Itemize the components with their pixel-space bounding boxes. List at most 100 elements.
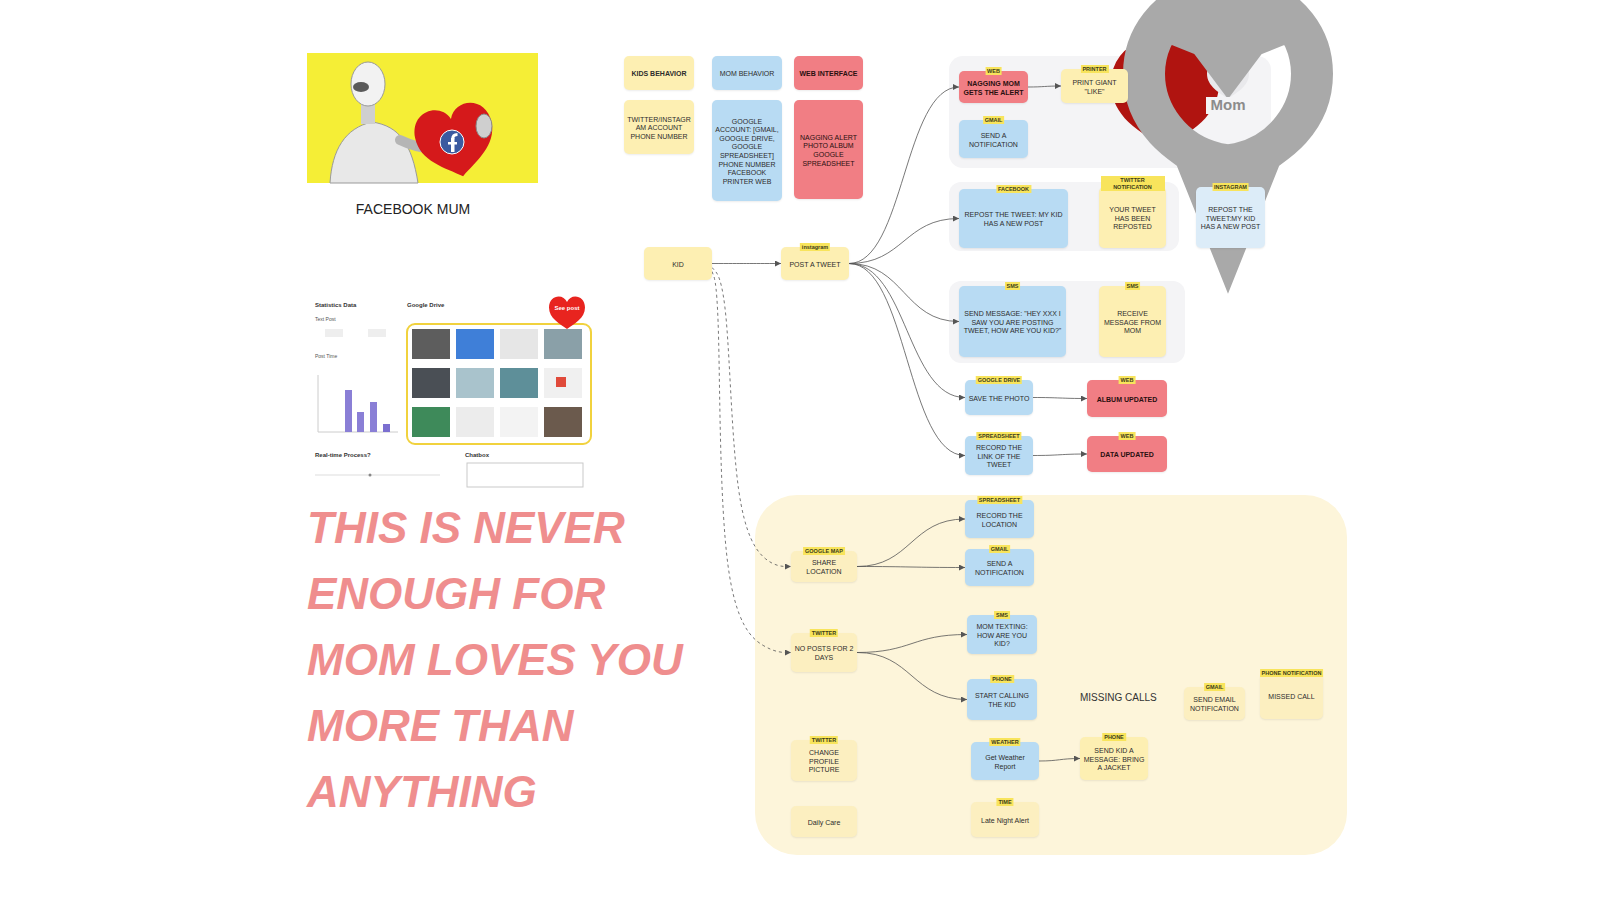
box-text: CHANGE PROFILE PICTURE	[794, 749, 854, 775]
service-tag: PHONE NOTIFICATION	[1260, 669, 1324, 677]
box-text: DATA UPDATED	[1090, 451, 1164, 460]
box-text: ALBUM UPDATED	[1090, 396, 1164, 405]
box-text: SEND MESSAGE: "HEY XXX I SAW YOU ARE POS…	[962, 310, 1063, 336]
box-text: RECORD THE LINK OF THE TWEET	[968, 444, 1030, 470]
action-box: GOOGLE DRIVESAVE THE PHOTO	[965, 380, 1033, 415]
chat-input	[467, 463, 583, 487]
service-tag: PRINTER	[1080, 65, 1108, 73]
slogan-text: THIS IS NEVER ENOUGH FOR MOM LOVES YOU M…	[307, 495, 707, 825]
field-label: Post Time	[315, 353, 375, 359]
action-box: SPREADSHEETRECORD THE LINK OF THE TWEET	[965, 436, 1033, 475]
service-tag: TWITTER	[810, 736, 838, 744]
group-panel	[755, 495, 1347, 855]
flow-connector	[849, 219, 959, 264]
stat-cell	[325, 329, 343, 337]
flow-connector	[1039, 759, 1080, 762]
flow-connector	[857, 519, 965, 567]
action-box: WEBDATA UPDATED	[1087, 436, 1167, 472]
service-tag: SPREADSHEET	[977, 496, 1022, 504]
box-text: POST A TWEET	[784, 261, 846, 270]
category-box: MOM BEHAVIOR	[712, 56, 782, 90]
illustration-caption: FACEBOOK MUM	[313, 201, 513, 218]
flow-connector	[857, 567, 965, 568]
robot-hand	[476, 114, 492, 138]
service-tag: TIME	[996, 798, 1013, 806]
action-box: WEBALBUM UPDATED	[1087, 380, 1167, 417]
action-box: SMSRECEIVE MESSAGE FROM MOM	[1099, 286, 1166, 357]
heart-symbol	[410, 99, 501, 184]
service-tag: SMS	[1125, 282, 1141, 290]
field-label: Text Post	[315, 316, 375, 322]
box-text: RECORD THE LOCATION	[968, 512, 1031, 529]
box-text: SEND A NOTIFICATION	[968, 560, 1031, 577]
group-panel	[949, 56, 1271, 168]
action-box: PHONESTART CALLING THE KID	[967, 679, 1037, 720]
service-tag: TWITTER NOTIFICATION	[1101, 176, 1165, 191]
chart-bar	[345, 390, 352, 432]
box-text: SAVE THE PHOTO	[968, 395, 1030, 404]
flow-connector	[712, 263, 781, 264]
photo-thumb	[500, 368, 538, 398]
group-note: MISSING CALLS	[1080, 692, 1170, 704]
box-text: Daily Care	[794, 819, 854, 828]
robot-face	[353, 82, 369, 92]
box-text: WEB INTERFACE	[797, 70, 860, 79]
service-tag: SMS	[1005, 282, 1021, 290]
panel-title: Statistics Data	[315, 302, 395, 309]
category-box: GOOGLE ACCOUNT: [GMAIL, GOOGLE DRIVE, GO…	[712, 100, 782, 201]
trigger-box: Daily Care	[791, 806, 857, 837]
action-box: WEBNAGGING MOM GETS THE ALERT	[959, 71, 1028, 103]
action-box: SMSSEND MESSAGE: "HEY XXX I SAW YOU ARE …	[959, 286, 1066, 357]
box-text: NAGGING MOM GETS THE ALERT	[962, 80, 1025, 97]
category-box: TWITTER/INSTAGRAM ACCOUNT PHONE NUMBER	[624, 100, 694, 154]
service-tag: INSTAGRAM	[1212, 183, 1249, 191]
trigger-box: GOOGLE MAPSHARE LOCATION	[791, 551, 857, 582]
stat-cell	[368, 329, 386, 337]
category-box: WEB INTERFACE	[794, 56, 863, 90]
group-panel	[949, 281, 1185, 363]
service-tag: SMS	[994, 611, 1010, 619]
service-tag: PHONE	[990, 675, 1014, 683]
robot-torso	[330, 122, 418, 183]
photo-thumb	[456, 329, 494, 359]
photo-thumb	[544, 368, 582, 398]
action-box: PHONESEND KID A MESSAGE: BRING A JACKET	[1080, 737, 1148, 780]
box-text: NAGGING ALERT PHOTO ALBUM GOOGLE SPREADS…	[797, 134, 860, 168]
photo-thumb	[456, 407, 494, 437]
box-text: REPOST THE TWEET:MY KID HAS A NEW POST	[1199, 206, 1262, 232]
dashed-connector	[712, 268, 791, 567]
progress-dot	[369, 474, 372, 477]
box-text: MOM TEXTING: HOW ARE YOU KID?	[970, 623, 1034, 649]
flow-connector	[849, 264, 959, 322]
service-tag: FACEBOOK	[996, 185, 1031, 193]
service-tag: PHONE	[1102, 733, 1126, 741]
robot-head	[351, 62, 385, 106]
panel-title: Google Drive	[407, 302, 487, 309]
action-box: FACEBOOKREPOST THE TWEET: MY KID HAS A N…	[959, 189, 1068, 248]
group-panel	[949, 182, 1179, 251]
flow-connector	[1033, 398, 1087, 399]
action-box: GMAILSEND A NOTIFICATION	[965, 549, 1034, 586]
logo-circle	[440, 130, 464, 154]
flow-connector	[1033, 454, 1087, 456]
flow-connector	[1028, 86, 1061, 87]
service-tag: GMAIL	[989, 545, 1011, 553]
action-box: PRINTERPRINT GIANT "LIKE"	[1061, 69, 1128, 103]
badge-text: See post	[550, 305, 584, 312]
action-box: GMAILSEND A NOTIFICATION	[959, 120, 1028, 158]
box-text: KID	[647, 261, 709, 270]
box-text: PRINT GIANT "LIKE"	[1064, 79, 1125, 96]
box-text: KIDS BEHAVIOR	[627, 70, 691, 79]
chart-bar	[357, 412, 364, 432]
service-tag: GMAIL	[1204, 683, 1226, 691]
box-text: START CALLING THE KID	[970, 692, 1034, 709]
flow-connector	[857, 653, 967, 700]
photo-thumb	[412, 329, 450, 359]
photo-thumb	[456, 368, 494, 398]
action-box: PHONE NOTIFICATIONMISSED CALL	[1260, 673, 1323, 719]
heart-badge	[549, 296, 585, 329]
trigger-box: TWITTERCHANGE PROFILE PICTURE	[791, 740, 857, 781]
heart-frame	[1207, 61, 1249, 99]
action-box: WEATHERGet Weather Report	[971, 742, 1039, 780]
progress-line	[315, 475, 440, 476]
